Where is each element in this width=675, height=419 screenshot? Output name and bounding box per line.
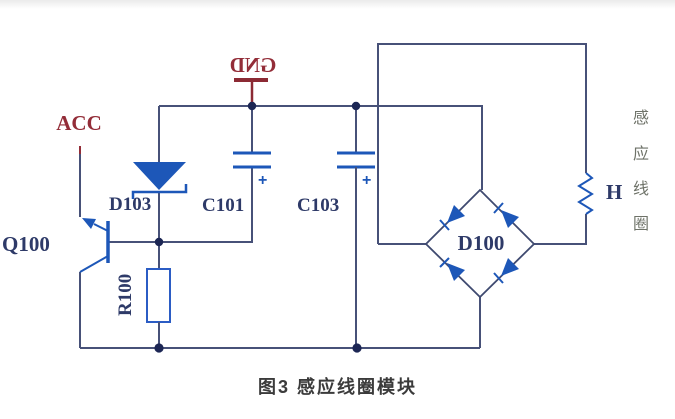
top-rail-wire [159, 105, 483, 190]
zener-cathode-bar [131, 184, 188, 199]
coil-label-char-3: 线 [633, 180, 649, 198]
transistor-q100: Q100 [2, 218, 110, 273]
coil-vertical-label: 感 应 线 圈 [633, 109, 649, 233]
bridge-diode-br-bar [493, 272, 504, 284]
bridge-diode-bl-bar [439, 257, 450, 268]
junction-dot [351, 101, 361, 111]
transistor-designator: Q100 [2, 232, 50, 256]
coil-label-char-4: 圈 [633, 215, 649, 233]
schematic-canvas: GND ACC Q100 D103 + C101 [2, 43, 649, 353]
zener-designator: D103 [109, 194, 151, 215]
bridge-right-wire [534, 214, 587, 245]
coil-label-char-2: 应 [633, 144, 649, 163]
bridge-diode-tr-icon [501, 210, 519, 228]
bridge-rectifier-d100: D100 [424, 188, 536, 299]
junction-dots [154, 101, 362, 353]
bridge-diode-tl-icon [447, 205, 465, 223]
junction-dot [154, 343, 164, 353]
gnd-symbol: GND [230, 53, 277, 106]
figure-caption: 图3 感应线圈模块 [257, 377, 417, 397]
transistor-emitter-line [93, 223, 109, 232]
bridge-diode-tr-bar [493, 202, 504, 214]
acc-net-label: ACC [56, 111, 102, 135]
junction-dot [247, 101, 257, 111]
scan-edge-band [0, 0, 675, 9]
coil-label-char-1: 感 [633, 109, 649, 127]
bridge-diode-bl-icon [447, 263, 465, 281]
junction-dot [154, 237, 164, 247]
bridge-diamond [424, 188, 536, 299]
coil-resistor-h: H [577, 172, 622, 215]
c103-designator: C103 [297, 195, 339, 216]
resistor-r100: R100 [115, 242, 171, 348]
junction-dot [352, 343, 362, 353]
coil-designator: H [606, 180, 622, 204]
c101-designator: C101 [202, 195, 244, 216]
c101-polarity-mark: + [258, 172, 267, 189]
transistor-collector-line [79, 255, 109, 273]
bridge-diode-br-icon [501, 258, 519, 276]
capacitor-c103: + C103 [297, 106, 375, 348]
bridge-designator: D100 [458, 231, 505, 255]
capacitor-c101: + C101 [202, 106, 271, 216]
transistor-emitter-arrow-icon [82, 218, 96, 229]
zener-triangle-icon [133, 162, 186, 190]
zener-diode-d103: D103 [109, 162, 188, 215]
r100-designator: R100 [115, 274, 136, 316]
bridge-diode-tl-bar [439, 219, 450, 231]
r100-body [146, 268, 171, 323]
coil-loop-wire [377, 43, 587, 244]
c103-polarity-mark: + [362, 172, 371, 189]
coil-zigzag-icon [577, 172, 594, 215]
gnd-net-label: GND [230, 53, 277, 77]
